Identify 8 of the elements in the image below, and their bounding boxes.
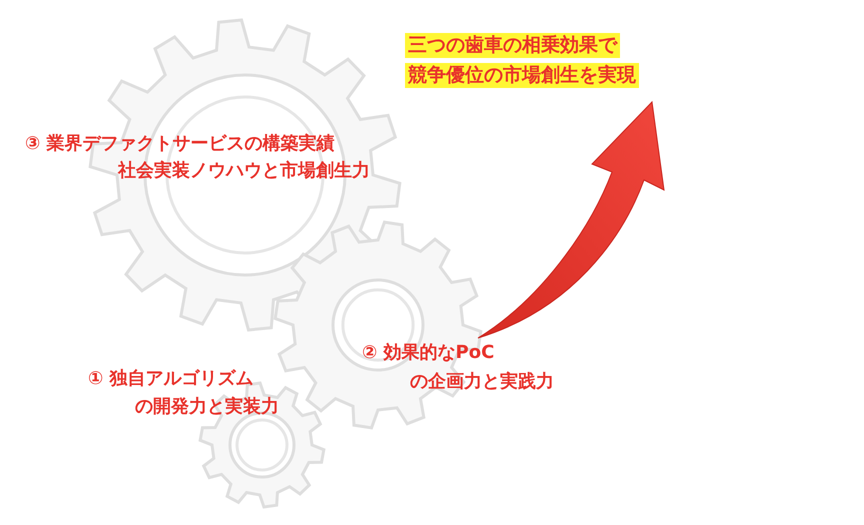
capability-label: の企画力と実践力 xyxy=(410,371,554,393)
capability-label: ② 効果的なPoC xyxy=(362,342,494,364)
highlighted-headline: 競争優位の市場創生を実現 xyxy=(405,63,639,88)
highlighted-headline: 三つの歯車の相乗効果で xyxy=(405,33,620,58)
capability-label: の開発力と実装力 xyxy=(135,396,279,418)
capability-label: 社会実装ノウハウと市場創生力 xyxy=(118,160,370,182)
capability-label: ③ 業界デファクトサービスの構築実績 xyxy=(25,133,335,155)
capability-label: ① 独自アルゴリズム xyxy=(88,368,254,390)
